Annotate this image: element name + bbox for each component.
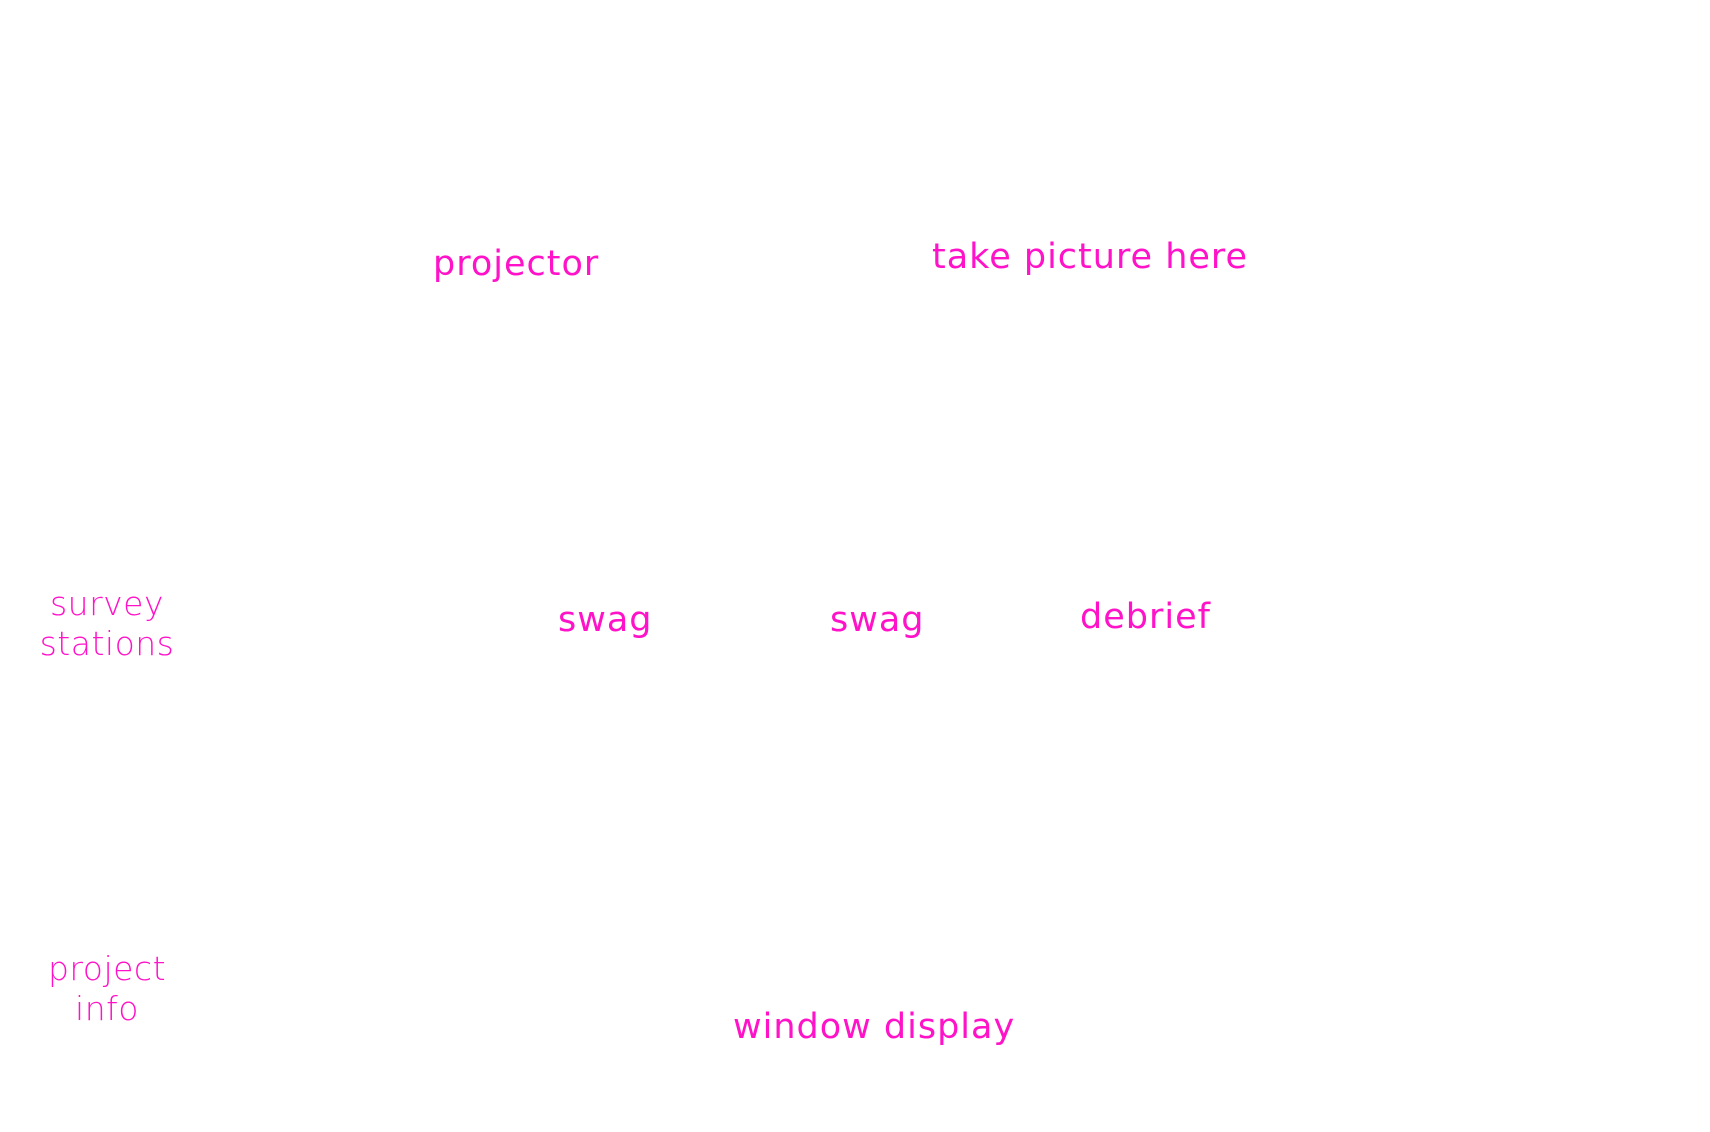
projector-label: projector: [433, 244, 600, 284]
survey-stations-label: survey stations: [22, 584, 192, 663]
swag-label-left: swag: [558, 600, 653, 640]
take-picture-here-label: take picture here: [932, 237, 1249, 277]
survey-stations-line-2: stations: [39, 623, 175, 663]
project-info-line-2: info: [75, 988, 139, 1028]
project-info-line-1: project: [47, 949, 167, 988]
project-info-label: project info: [22, 949, 192, 1028]
debrief-label: debrief: [1080, 597, 1211, 637]
window-display-label: window display: [733, 1007, 1016, 1047]
survey-stations-line-1: survey: [49, 584, 165, 623]
swag-label-right: swag: [830, 600, 925, 640]
